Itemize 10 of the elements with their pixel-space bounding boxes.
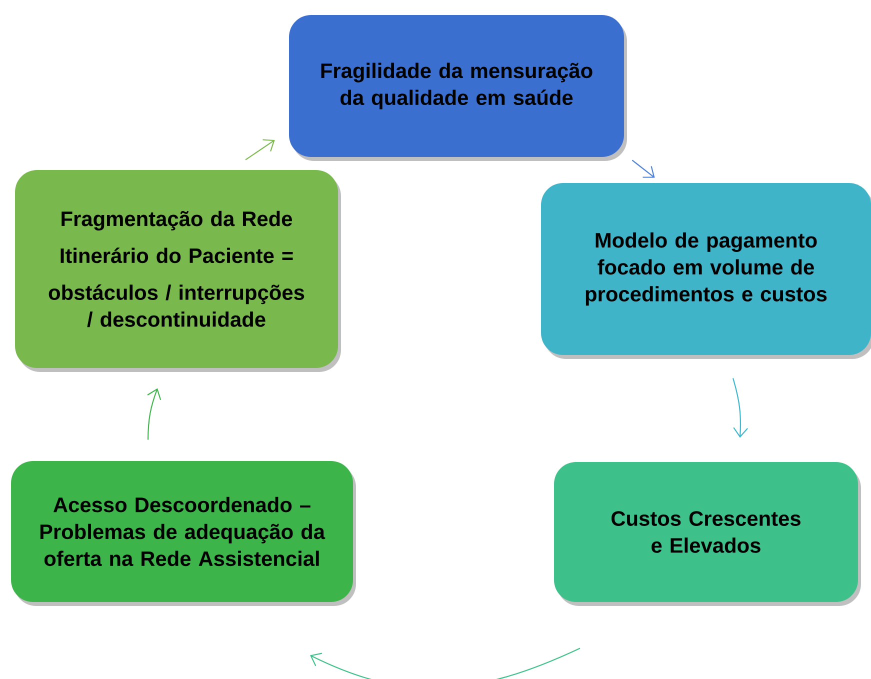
process-box: Acesso Descoordenado – Problemas de adequação da oferta na Rede Assistencial — [11, 461, 353, 602]
process-box: Fragmentação da Rede Itinerário do Paciente = obstáculos / interrupções / descontinuidade — [15, 170, 338, 368]
arrow — [310, 648, 580, 679]
arrow — [245, 139, 275, 160]
arrow — [147, 388, 162, 440]
arrow — [632, 160, 655, 178]
process-box: Fragilidade da mensuração da qualidade em saúde — [289, 15, 624, 157]
process-box: Custos Crescentes e Elevados — [554, 462, 858, 602]
process-box: Modelo de pagamento focado em volume de procedimentos e custos — [541, 183, 871, 355]
arrow — [732, 378, 748, 438]
